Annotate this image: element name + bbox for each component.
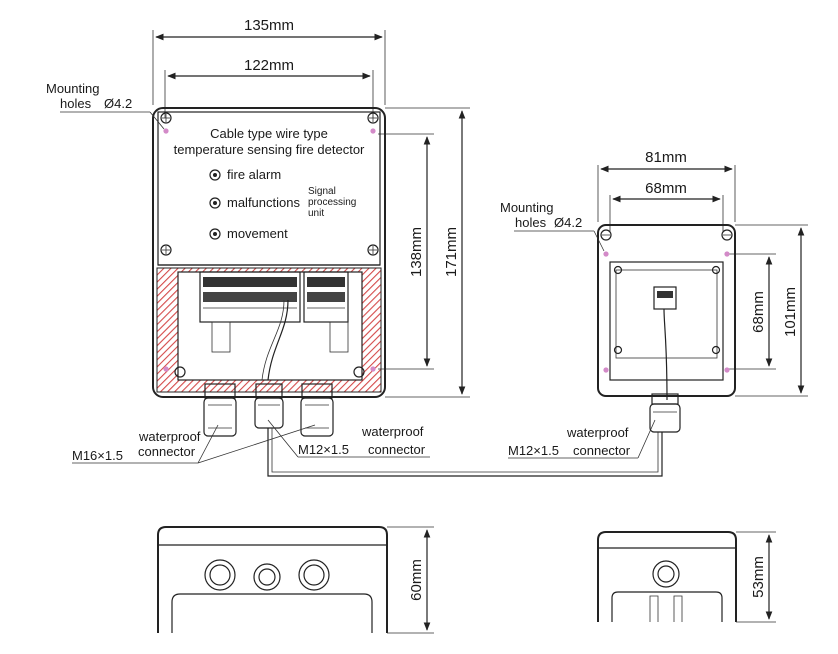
connecting-cable [267,428,663,477]
lid-screws [160,112,379,378]
detector-title-line2: temperature sensing fire detector [174,142,365,157]
indicator-fire-alarm: fire alarm [209,167,281,182]
dim-171mm: 171mm [443,227,460,277]
left-connector-label2: connector [138,444,196,459]
gland-m12-small [649,393,681,433]
small-connector-size: M12×1.5 [508,443,559,458]
mounting-label-line2: holes [60,96,92,111]
main-box-outline [152,107,386,398]
svg-text:movement: movement [227,226,288,241]
mounting-hole-markers [163,128,376,372]
svg-text:processing: processing [308,197,356,208]
main-box-front-view: 135mm 122mm 171mm 138mm Mounting holes [46,17,663,477]
dim-135mm: 135mm [244,17,294,34]
indicator-malfunctions: malfunctions [209,195,300,210]
svg-text:Signal: Signal [308,186,336,197]
left-connector-size: M16×1.5 [72,448,123,463]
small-box-screws [600,229,733,373]
dim-81mm: 81mm [645,149,687,166]
small-mounting-diameter: Ø4.2 [554,215,582,230]
gland-m16-front-2 [300,383,334,437]
mid-connector-label2: connector [368,442,426,457]
svg-text:unit: unit [308,208,324,219]
mounting-diameter: Ø4.2 [104,96,132,111]
indicator-movement: movement [209,226,288,241]
gland-m16-front [203,383,237,437]
svg-text:fire alarm: fire alarm [227,167,281,182]
gland-m12-front [254,383,284,429]
dim-68mm-width: 68mm [645,180,687,197]
left-connector-label1: waterproof [138,429,201,444]
small-connector-label2: connector [573,443,631,458]
dim-122mm: 122mm [244,57,294,74]
dim-101mm: 101mm [782,287,799,337]
mid-connector-label1: waterproof [361,424,424,439]
small-connector-label1: waterproof [566,425,629,440]
mounting-label-line1: Mounting [46,81,99,96]
small-mounting-label-line1: Mounting [500,200,553,215]
terminal-block [199,271,349,353]
dim-53mm: 53mm [750,556,767,598]
dim-68mm-height: 68mm [750,291,767,333]
svg-text:malfunctions: malfunctions [227,195,300,210]
small-box-side-view: 53mm [597,531,776,623]
dim-138mm: 138mm [408,227,425,277]
signal-processing-unit-label: Signal processing unit [308,186,356,219]
main-box-side-view: 60mm [157,526,434,634]
dim-60mm: 60mm [408,559,425,601]
small-box-front-view: 81mm 68mm 101mm 68mm Mounting holes Ø4.2 [500,149,808,459]
detector-title-line1: Cable type wire type [210,126,328,141]
small-mounting-label-line2: holes [515,215,547,230]
mid-connector-size: M12×1.5 [298,442,349,457]
